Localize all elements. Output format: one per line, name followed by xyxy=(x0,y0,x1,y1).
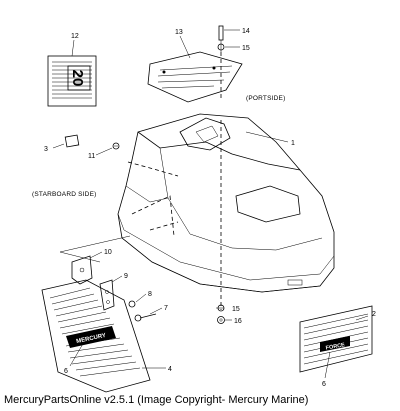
decal-12: 20 xyxy=(47,55,97,107)
callout-12: 12 xyxy=(71,33,79,40)
callout-6-right: 6 xyxy=(322,381,326,388)
callout-11: 11 xyxy=(88,153,95,160)
nut-16 xyxy=(217,316,225,324)
callout-1: 1 xyxy=(291,140,295,147)
bolt-14 xyxy=(218,25,224,52)
bracket-10 xyxy=(71,255,93,285)
callout-8: 8 xyxy=(148,291,152,298)
washer-15-top xyxy=(217,43,225,51)
decal-4: MERCURY xyxy=(41,279,151,393)
decal-2: FORCE xyxy=(299,305,373,373)
callout-2: 2 xyxy=(372,311,376,318)
callout-3: 3 xyxy=(44,146,48,153)
callout-7: 7 xyxy=(164,305,168,312)
callout-10: 10 xyxy=(104,249,112,256)
callout-6-left: 6 xyxy=(64,368,68,375)
top-plate-13 xyxy=(147,51,243,103)
latch-9 xyxy=(99,279,115,311)
callout-16: 16 xyxy=(234,318,242,325)
screw-11 xyxy=(112,142,120,150)
brand-plate-text-right: FORCE xyxy=(325,342,345,351)
leader-lines xyxy=(52,29,369,379)
screw-7 xyxy=(134,313,157,322)
callout-15-top: 15 xyxy=(242,45,250,52)
cowl-1 xyxy=(117,113,335,293)
engine-number-decal-text: 20 xyxy=(69,70,86,87)
callout-13: 13 xyxy=(175,29,183,36)
callout-4: 4 xyxy=(168,366,172,373)
callout-9: 9 xyxy=(124,273,128,280)
callout-15-bottom: 15 xyxy=(232,306,240,313)
portside-label: (PORTSIDE) xyxy=(246,95,285,102)
nut-8 xyxy=(128,300,136,308)
starboard-leader xyxy=(59,235,131,263)
starboard-side-label: (STARBOARD SIDE) xyxy=(32,191,96,198)
clip-3 xyxy=(64,134,80,148)
callout-14: 14 xyxy=(242,28,250,35)
copyright-footer: MercuryPartsOnline v2.5.1 (Image Copyrig… xyxy=(4,394,309,406)
